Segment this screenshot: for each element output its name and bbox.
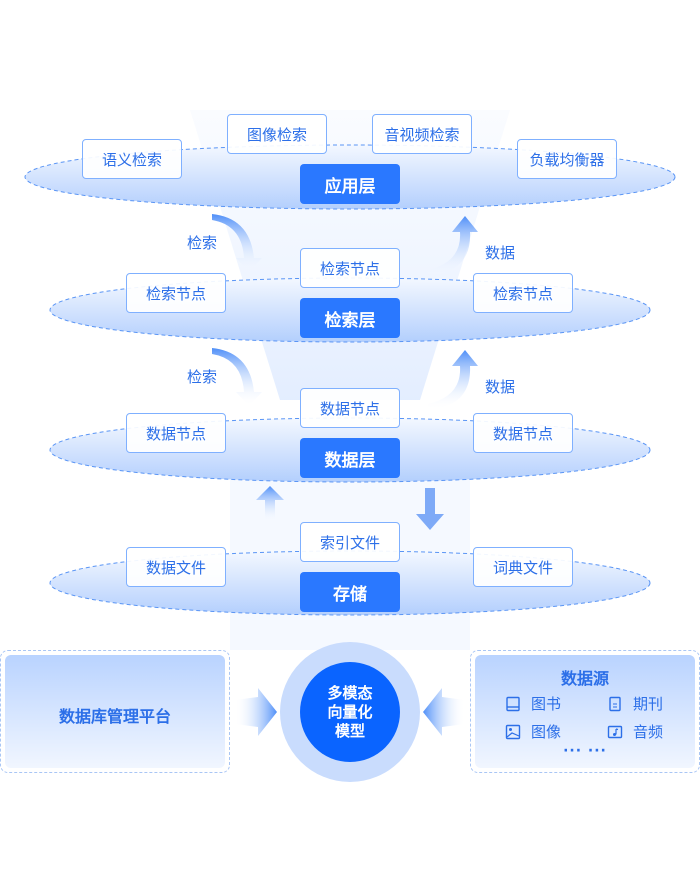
db-platform-label: 数据库管理平台: [58, 707, 171, 726]
data-node-right: 数据节点: [473, 413, 573, 453]
data-node-center: 数据节点: [300, 388, 400, 428]
search-layer-label: 检索层: [300, 298, 400, 338]
curved-arrow-up-icon: [428, 216, 478, 276]
data-node-left: 数据节点: [126, 413, 226, 453]
source-label: 期刊: [633, 695, 664, 713]
book-icon: [506, 696, 520, 711]
search-node-right: 检索节点: [473, 273, 573, 313]
curved-arrow-down-icon: [212, 348, 262, 406]
index-file-box: 索引文件: [300, 522, 400, 562]
curved-arrow-up-icon: [428, 350, 478, 410]
image-icon: [505, 724, 521, 739]
load-balancer-box: 负载均衡器: [517, 139, 617, 179]
source-journals: 期刊: [607, 693, 663, 714]
image-search-box: 图像检索: [227, 114, 327, 154]
model-line: 模型: [334, 722, 365, 740]
flow-label-search: 检索: [187, 234, 218, 252]
journal-icon: [609, 696, 621, 711]
source-label: 图像: [531, 723, 562, 741]
vector-model: 多模态 向量化 模型: [300, 684, 400, 741]
data-layer-label: 数据层: [300, 438, 400, 478]
dictionary-file-box: 词典文件: [473, 547, 573, 587]
source-audio: 音频: [607, 721, 663, 742]
curved-arrow-down-icon: [212, 214, 262, 272]
arrow-right-icon: [235, 688, 277, 736]
audio-icon: [607, 725, 623, 738]
model-line: 多模态: [327, 684, 373, 702]
source-label: 图书: [531, 695, 562, 713]
storage-layer-label: 存储: [300, 572, 400, 612]
search-node-left: 检索节点: [126, 273, 226, 313]
source-label: 音频: [633, 723, 664, 741]
av-search-box: 音视频检索: [372, 114, 472, 154]
flow-label-search: 检索: [187, 368, 218, 386]
datasource-title: 数据源: [560, 669, 609, 688]
arrow-up-icon: [256, 486, 284, 522]
source-books: 图书: [505, 693, 561, 714]
search-node-center: 检索节点: [300, 248, 400, 288]
arrow-left-icon: [423, 688, 465, 736]
semantic-search-box: 语义检索: [82, 139, 182, 179]
db-platform-panel: 数据库管理平台: [0, 650, 230, 773]
datasource-panel: 数据源 图书 期刊 图像 音频 ··· ···: [470, 650, 700, 773]
flow-label-data: 数据: [485, 378, 516, 396]
more-sources-ellipsis: ··· ···: [563, 743, 607, 759]
flow-label-data: 数据: [485, 244, 516, 262]
data-file-box: 数据文件: [126, 547, 226, 587]
app-layer-label: 应用层: [300, 164, 400, 204]
model-line: 向量化: [327, 703, 373, 721]
source-images: 图像: [505, 721, 561, 742]
arrow-down-icon: [416, 488, 444, 530]
